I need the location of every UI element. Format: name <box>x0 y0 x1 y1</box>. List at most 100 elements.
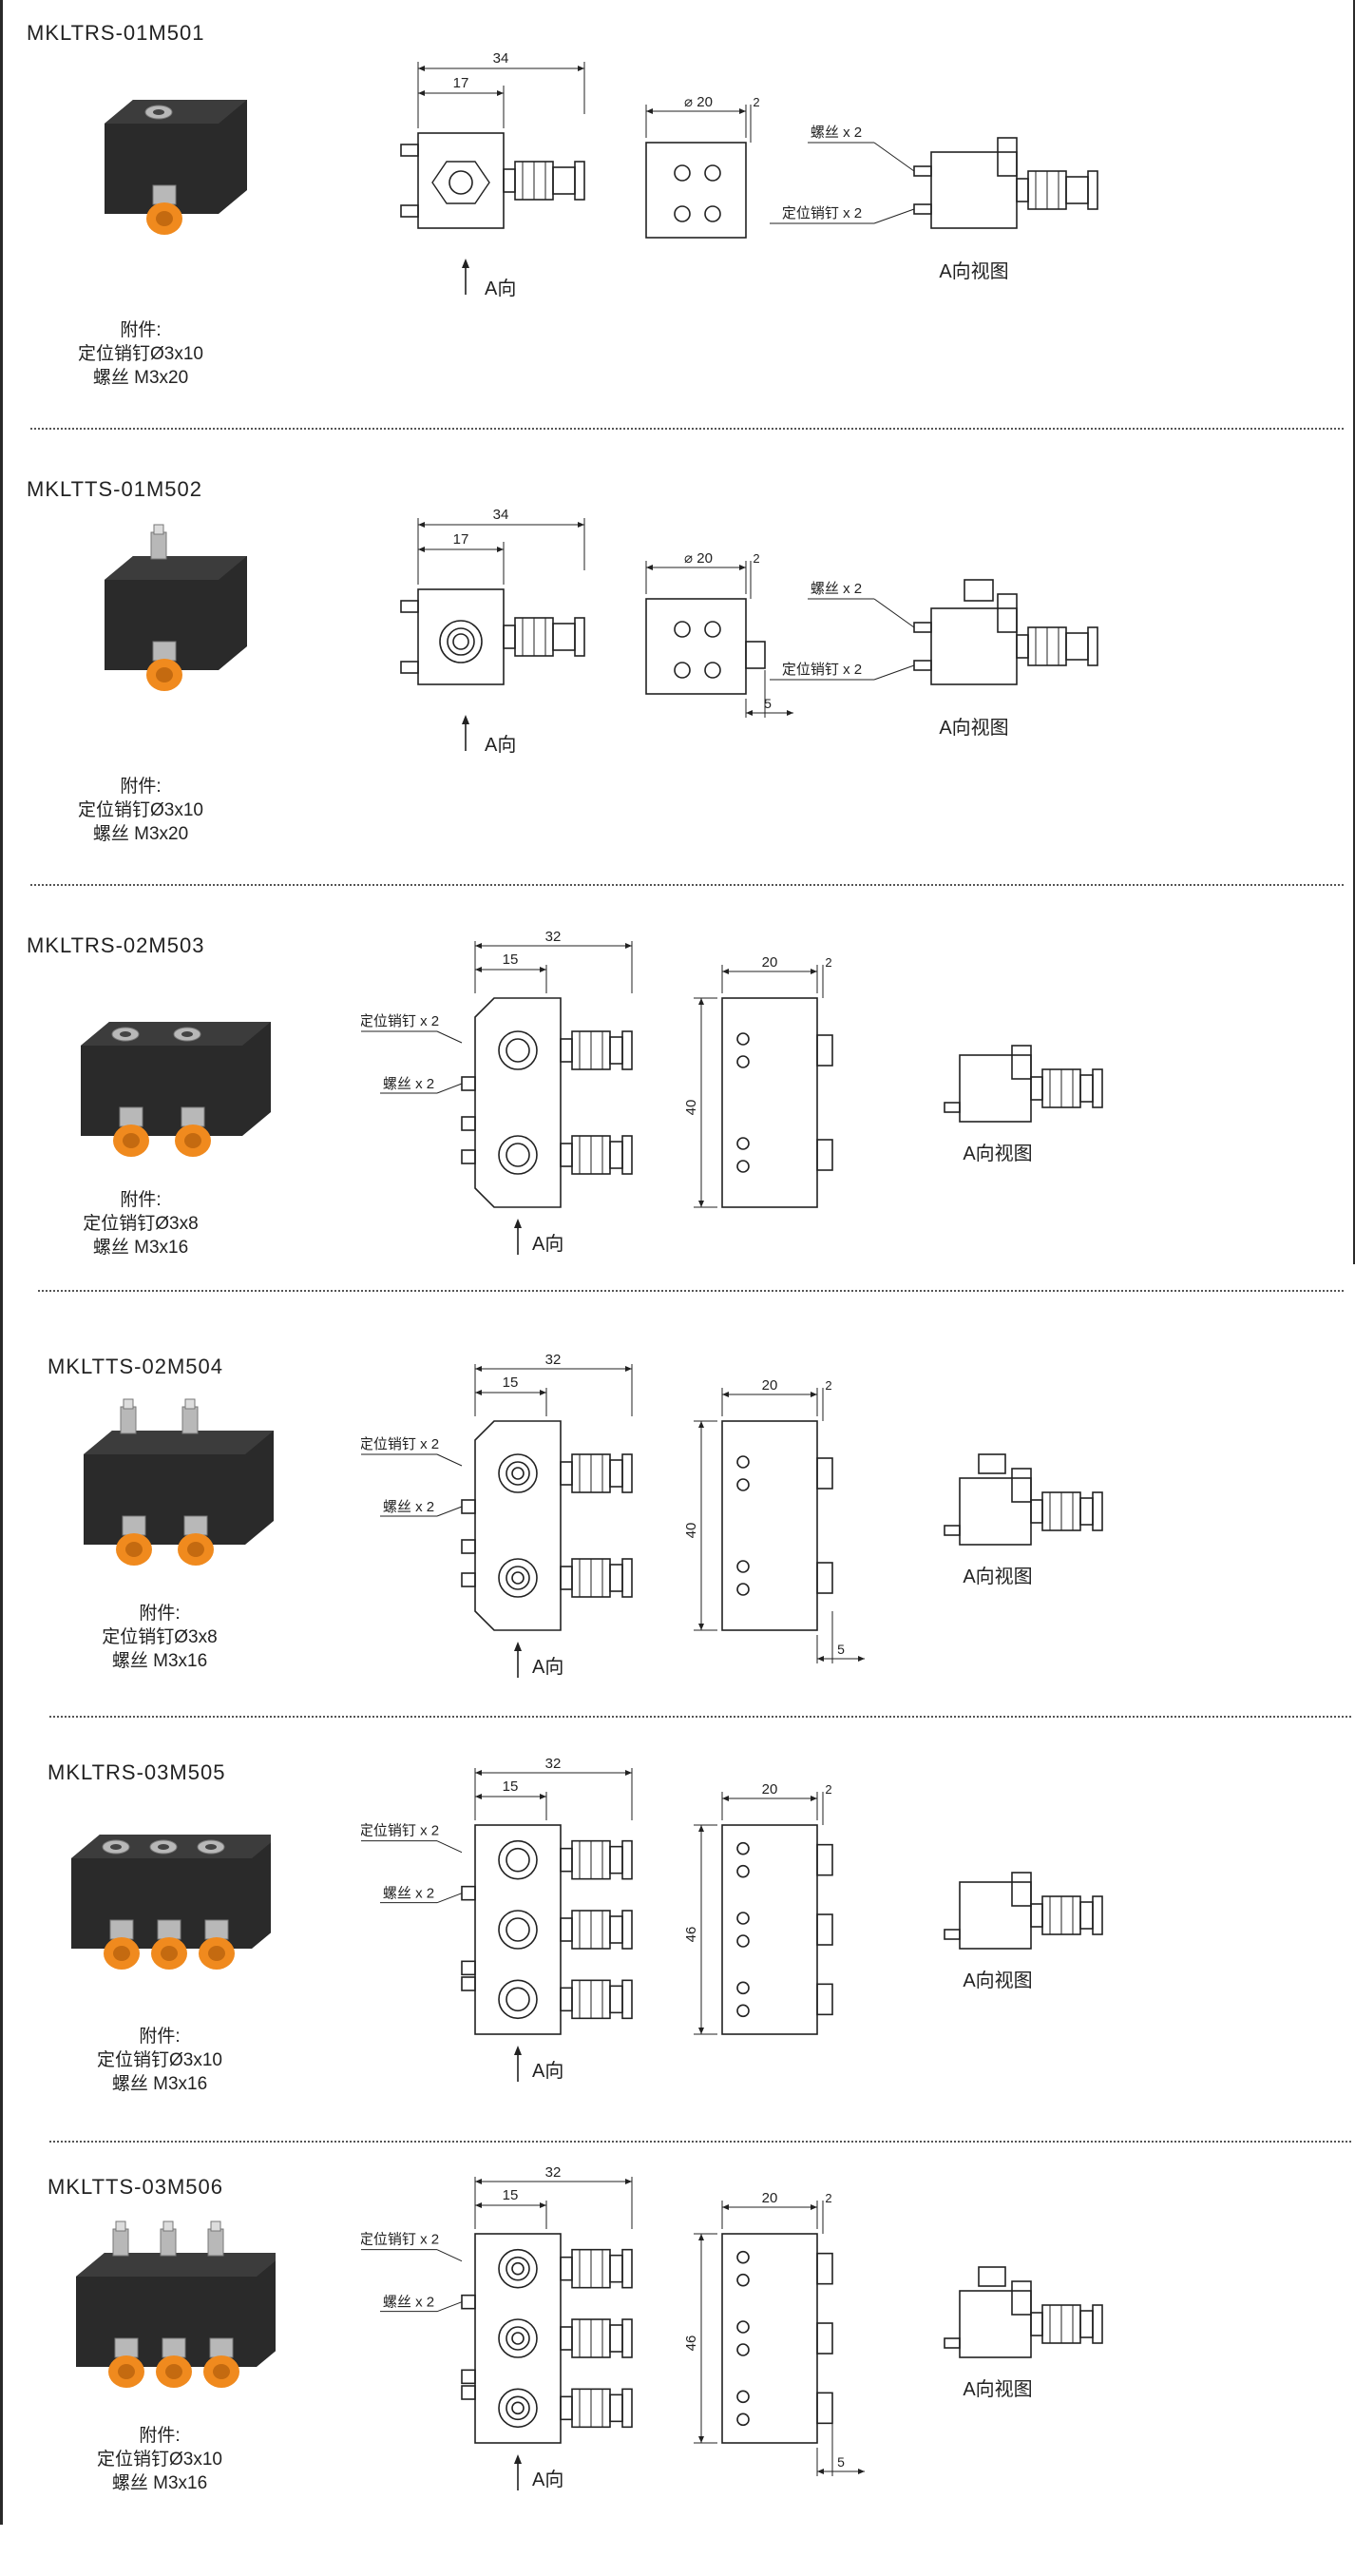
screw-label: 螺丝 x 2 <box>811 581 862 597</box>
fitting-drawing <box>503 617 585 657</box>
accessory-item: 螺丝 M3x20 <box>92 368 189 388</box>
dimension-20: 20 <box>762 2190 778 2206</box>
dimension-5: 5 <box>837 2454 845 2470</box>
accessories-heading: 附件: <box>139 1604 181 1624</box>
dimension-20: 20 <box>762 1377 778 1394</box>
dimension-15: 15 <box>503 952 519 968</box>
a-direction-view: A向视图 <box>944 2266 1103 2400</box>
section-divider <box>49 2141 1351 2143</box>
accessory-item: 定位销钉Ø3x10 <box>97 2450 222 2470</box>
fitting-drawing <box>560 1979 633 2020</box>
accessories-heading: 附件: <box>139 2027 181 2047</box>
block-body <box>105 556 247 670</box>
fitting-drawing <box>560 1558 633 1598</box>
dimension-5: 5 <box>837 1642 845 1657</box>
product-photo <box>105 524 247 691</box>
fitting-drawing <box>1030 1068 1103 1108</box>
dimension-2: 2 <box>753 95 759 109</box>
model-title: MKLTRS-02M503 <box>27 933 205 957</box>
side-view: 46 20 2 5 <box>683 2190 865 2476</box>
accessory-item: 螺丝 M3x16 <box>92 1238 189 1258</box>
dimension-2: 2 <box>825 2191 831 2205</box>
thread-stud-icon <box>150 531 167 560</box>
fitting-drawing <box>560 2388 633 2429</box>
pin-label: 定位销钉 x 2 <box>361 1436 439 1452</box>
a-view-label: A向视图 <box>963 1143 1032 1164</box>
accessory-item: 螺丝 M3x16 <box>111 1651 208 1671</box>
thread-stud-icon <box>120 1406 137 1434</box>
model-title: MKLTTS-02M504 <box>48 1355 223 1378</box>
dimension-40: 40 <box>683 1523 699 1539</box>
fitting-drawing <box>1016 170 1098 210</box>
accessories-caption: 附件: 定位销钉Ø3x8 螺丝 M3x16 <box>36 1188 245 1259</box>
a-view-label: A向视图 <box>963 1970 1032 1991</box>
product-photo <box>76 2220 276 2388</box>
dimension-dia20: ⌀ 20 <box>684 550 713 567</box>
a-view-label: A向视图 <box>939 260 1008 282</box>
accessory-item: 定位销钉Ø3x8 <box>83 1214 199 1234</box>
model-title: MKLTTS-03M506 <box>48 2175 223 2199</box>
a-direction-label: A向 <box>532 2060 563 2082</box>
accessory-item: 定位销钉Ø3x10 <box>78 800 203 820</box>
screw-label: 螺丝 x 2 <box>811 125 862 141</box>
a-direction-view: A向视图 <box>944 1045 1103 1164</box>
pin-label: 定位销钉 x 2 <box>361 1013 439 1029</box>
accessory-item: 定位销钉Ø3x8 <box>102 1627 218 1647</box>
section-divider <box>38 1290 1344 1292</box>
model-title: MKLTTS-01M502 <box>27 477 202 501</box>
accessories-heading: 附件: <box>139 2426 181 2446</box>
a-direction-label: A向 <box>532 2469 563 2490</box>
product-image <box>52 970 271 1179</box>
product-image <box>52 48 271 257</box>
accessories-heading: 附件: <box>120 777 162 797</box>
side-view: ⌀ 20 2 <box>645 94 760 239</box>
product-photo <box>81 1022 271 1157</box>
pin-label: 定位销钉 x 2 <box>361 1823 439 1839</box>
section-divider <box>30 884 1344 886</box>
screw-label: 螺丝 x 2 <box>383 2295 434 2311</box>
accessory-item: 螺丝 M3x20 <box>92 824 189 844</box>
thread-stud-icon <box>160 2228 177 2257</box>
accessories-heading: 附件: <box>120 1190 162 1210</box>
a-view-label: A向视图 <box>963 2378 1032 2400</box>
dimension-2: 2 <box>753 551 759 566</box>
dimension-15: 15 <box>503 1778 519 1795</box>
dimension-46: 46 <box>683 2336 699 2352</box>
dimension-32: 32 <box>545 929 562 945</box>
accessories-caption: 附件: 定位销钉Ø3x8 螺丝 M3x16 <box>55 1602 264 1673</box>
a-direction-view: A向视图 <box>944 1453 1103 1587</box>
dimension-2: 2 <box>825 1782 831 1797</box>
dimension-dia20: ⌀ 20 <box>684 94 713 110</box>
product-photo <box>84 1398 274 1566</box>
dimension-17: 17 <box>453 531 469 548</box>
dimension-2: 2 <box>825 955 831 970</box>
a-view-label: A向视图 <box>963 1566 1032 1587</box>
model-title: MKLTRS-01M501 <box>27 21 205 45</box>
block-body <box>105 100 247 214</box>
page-frame-right <box>1353 0 1355 1264</box>
dimension-5: 5 <box>764 696 772 711</box>
dimension-20: 20 <box>762 954 778 971</box>
fitting-drawing <box>503 161 585 201</box>
accessory-item: 定位销钉Ø3x10 <box>97 2050 222 2070</box>
accessories-caption: 附件: 定位销钉Ø3x10 螺丝 M3x20 <box>36 775 245 846</box>
dimension-32: 32 <box>545 1756 562 1772</box>
fitting-drawing <box>560 1910 633 1950</box>
fitting-drawing <box>560 1839 633 1880</box>
